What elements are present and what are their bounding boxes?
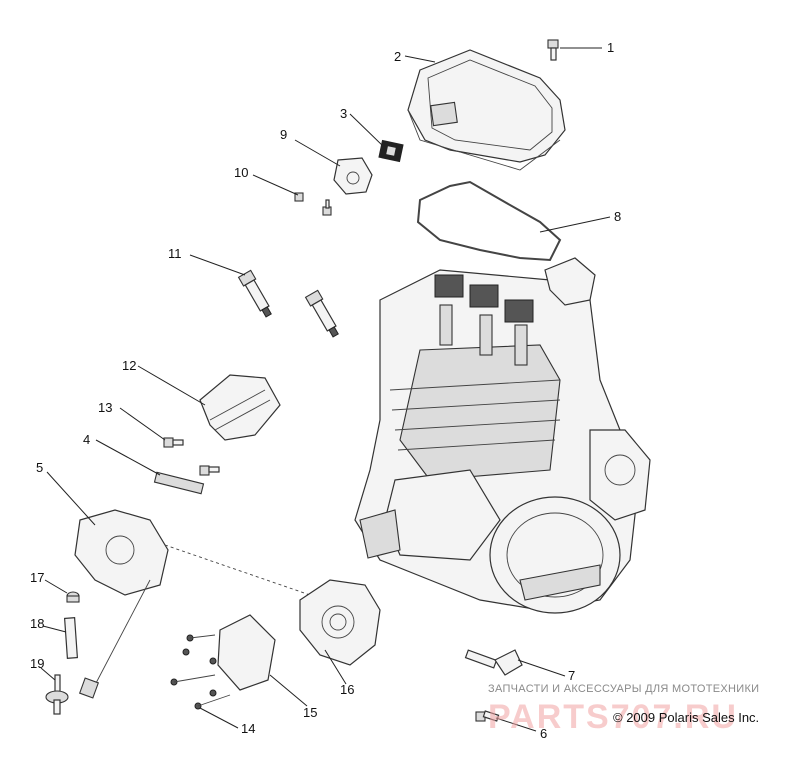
callout-3: 3 bbox=[340, 106, 347, 121]
copyright-notice: © 2009 Polaris Sales Inc. bbox=[613, 710, 759, 725]
callout-11: 11 bbox=[168, 246, 182, 261]
callout-9: 9 bbox=[280, 127, 287, 142]
screw-part-10 bbox=[294, 192, 332, 216]
engine-assembly bbox=[354, 257, 651, 614]
throttle-body-part-5 bbox=[74, 509, 311, 699]
screw-part-14 bbox=[170, 634, 231, 710]
callout-7: 7 bbox=[568, 668, 575, 683]
fitting-part-19 bbox=[45, 674, 69, 715]
bolt-part-1 bbox=[547, 39, 559, 61]
sensor-part-9 bbox=[333, 157, 373, 195]
sensor-part-7 bbox=[464, 649, 523, 676]
callout-15: 15 bbox=[303, 705, 317, 720]
gasket-part-8 bbox=[416, 180, 562, 262]
callout-6: 6 bbox=[540, 726, 547, 741]
pin-part-4 bbox=[153, 471, 205, 495]
cap-part-3 bbox=[378, 139, 404, 163]
callout-4: 4 bbox=[83, 432, 90, 447]
leader-lines bbox=[40, 47, 611, 732]
callout-5: 5 bbox=[36, 460, 43, 475]
watermark-brand: PARTS707.RU bbox=[488, 698, 738, 736]
callout-8: 8 bbox=[614, 209, 621, 224]
housing-part-16 bbox=[299, 579, 381, 666]
callout-13: 13 bbox=[98, 400, 112, 415]
callout-12: 12 bbox=[122, 358, 136, 373]
cap-part-17 bbox=[66, 591, 80, 603]
valve-cover-part bbox=[407, 49, 566, 171]
callout-1: 1 bbox=[607, 40, 614, 55]
plate-part-15 bbox=[217, 614, 276, 691]
bolt-part-13 bbox=[163, 437, 220, 476]
intake-boot-part-12 bbox=[199, 374, 281, 441]
callout-10: 10 bbox=[234, 165, 248, 180]
callout-14: 14 bbox=[241, 721, 255, 736]
tube-part-18 bbox=[63, 617, 79, 659]
callout-18: 18 bbox=[30, 616, 44, 631]
callout-16: 16 bbox=[340, 682, 354, 697]
callouts: 1 2 3 4 5 6 7 8 9 10 11 12 13 14 15 16 1… bbox=[30, 40, 621, 741]
callout-17: 17 bbox=[30, 570, 44, 585]
callout-19: 19 bbox=[30, 656, 44, 671]
watermark-tagline: ЗАПЧАСТИ И АКСЕССУАРЫ ДЛЯ МОТОТЕХНИКИ bbox=[488, 683, 759, 695]
callout-2: 2 bbox=[394, 49, 401, 64]
spark-plug-part-11 bbox=[237, 269, 339, 338]
